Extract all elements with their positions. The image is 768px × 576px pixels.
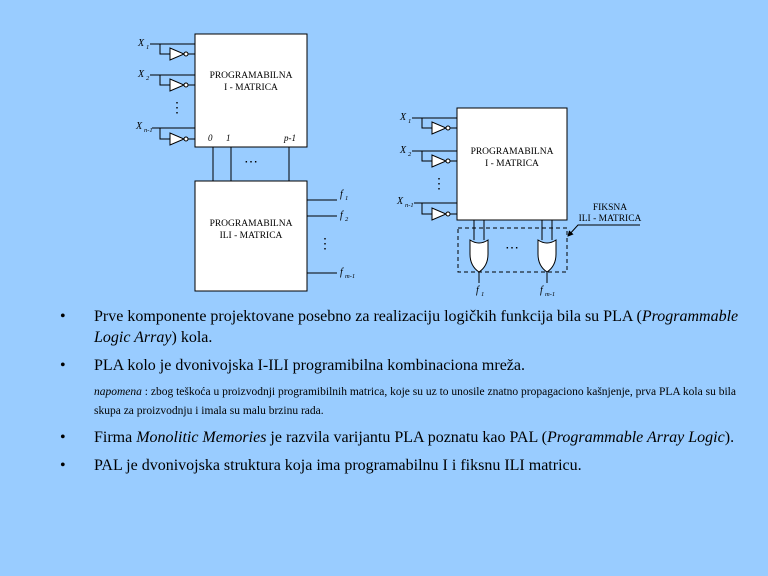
pal-diagram: PROGRAMABILNA I - MATRICA X 1 X 2 ⋮ X n-… (396, 107, 642, 298)
pla-or-label-1: PROGRAMABILNA (210, 219, 293, 229)
pla-col-0: 0 (208, 133, 213, 143)
svg-text:1: 1 (146, 44, 149, 51)
pla-col-p1: p-1 (283, 133, 296, 143)
bullet-pla-first: • Prve komponente projektovane posebno z… (60, 308, 739, 346)
bullet-pal-structure: • PAL je dvonivojska struktura koja ima … (60, 457, 582, 474)
svg-text:1: 1 (345, 195, 348, 202)
pal-and-matrix (456, 107, 568, 221)
pal-and-label-2: I - MATRICA (485, 159, 539, 169)
bullet-pla-definition: • PLA kolo je dvonivojska I-ILI programi… (60, 357, 525, 374)
note-paragraph: napomena : zbog teškoća u proizvodnji pr… (94, 386, 736, 417)
svg-text:X: X (396, 196, 404, 207)
pla-or-matrix (194, 180, 308, 292)
pla-output-vdots: ⋮ (318, 237, 332, 252)
svg-text:2: 2 (345, 216, 349, 223)
pla-and-label-2: I - MATRICA (224, 83, 278, 93)
pal-fixed-or-label-1: FIKSNA (593, 203, 627, 213)
pal-input-n1: X n-1 (396, 196, 457, 221)
svg-text:1: 1 (408, 118, 411, 125)
pla-input-vdots: ⋮ (170, 101, 184, 116)
pla-or-label-2: ILI - MATRICA (220, 231, 283, 241)
pal-output-1: f (476, 285, 480, 296)
pal-fixed-or-region (457, 227, 568, 273)
pal-and-label-1: PROGRAMABILNA (471, 147, 554, 157)
pla-output-1: f (340, 189, 344, 200)
pla-diagram: PROGRAMABILNA I - MATRICA 0 1 p-1 X 1 X … (135, 33, 355, 292)
pla-pal-diagram: PROGRAMABILNA I - MATRICA 0 1 p-1 X 1 X … (135, 33, 642, 298)
bullet-dot: • (60, 357, 66, 374)
pal-input-2: X 2 (399, 145, 457, 168)
svg-text:2: 2 (146, 75, 150, 82)
svg-text:X: X (399, 145, 407, 156)
pal-or-gate-1 (469, 239, 489, 273)
svg-text:n-1: n-1 (405, 202, 414, 209)
pal-input-vdots: ⋮ (432, 177, 446, 192)
svg-text:m-1: m-1 (545, 291, 555, 298)
svg-text:X: X (135, 121, 143, 132)
pla-and-matrix (194, 33, 308, 148)
bullet-list: • Prve komponente projektovane posebno z… (60, 306, 740, 483)
svg-text:X: X (399, 112, 407, 123)
pla-input-n1: X n-1 (135, 121, 195, 146)
pal-input-1: X 1 (399, 112, 457, 135)
pal-or-gate-2 (537, 239, 557, 273)
pla-input-1: X 1 (137, 38, 195, 61)
pla-product-dots: ⋯ (244, 155, 258, 170)
svg-text:n-1: n-1 (144, 127, 153, 134)
bullet-dot: • (60, 429, 66, 446)
bullet-dot: • (60, 308, 66, 325)
pal-gate-dots: ⋯ (505, 241, 519, 256)
svg-text:1: 1 (481, 291, 484, 298)
svg-text:m-1: m-1 (345, 273, 355, 280)
pla-input-2: X 2 (137, 69, 195, 92)
bullet-monolitic: • Firma Monolitic Memories je razvila va… (60, 429, 735, 446)
svg-text:2: 2 (408, 151, 412, 158)
pal-output-m1: f (540, 285, 544, 296)
pla-col-1: 1 (226, 133, 231, 143)
pla-and-label-1: PROGRAMABILNA (210, 71, 293, 81)
svg-text:X: X (137, 69, 145, 80)
svg-text:X: X (137, 38, 145, 49)
pal-fixed-or-label-2: ILI - MATRICA (579, 214, 642, 224)
bullet-dot: • (60, 457, 66, 474)
pla-output-m1: f (340, 267, 344, 278)
pla-output-2: f (340, 210, 344, 221)
